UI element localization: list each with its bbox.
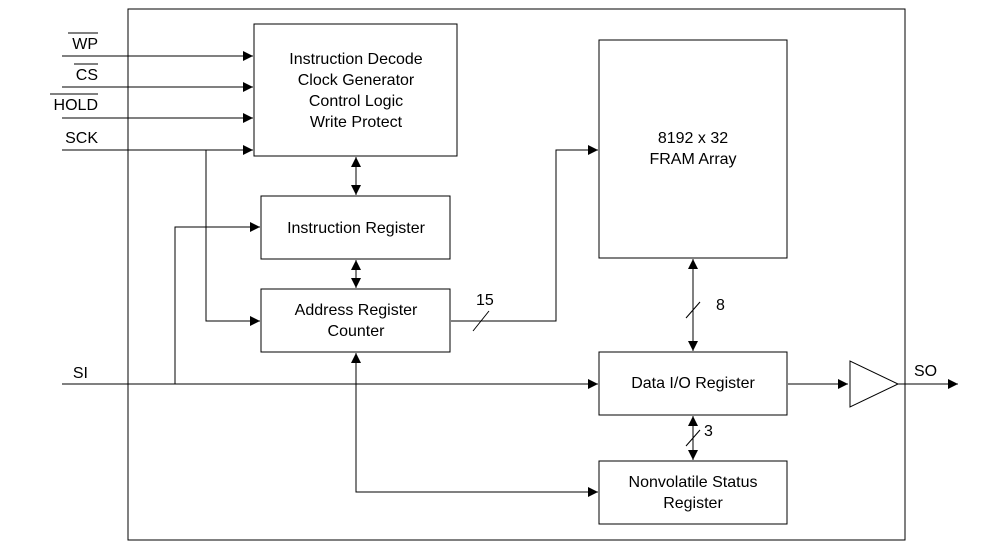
instruction-register-label: Instruction Register bbox=[287, 220, 426, 237]
control-logic-block bbox=[253, 23, 458, 157]
instruction-register-block bbox=[260, 195, 451, 260]
address-bus bbox=[451, 145, 598, 322]
control-block-line-3: Control Logic bbox=[309, 93, 403, 110]
control-block-line-2: Clock Generator bbox=[298, 72, 415, 89]
signal-cs-label: CS bbox=[76, 67, 98, 84]
status-register-line-2: Register bbox=[663, 495, 723, 512]
data-io-register-label: Data I/O Register bbox=[631, 375, 755, 392]
fram-array-block bbox=[598, 39, 788, 259]
signal-so-label: SO bbox=[914, 363, 937, 380]
fram-array-line-1: 8192 x 32 bbox=[658, 130, 728, 147]
address-register-block bbox=[260, 288, 451, 353]
address-bus-slash bbox=[472, 310, 490, 332]
sck-to-address-wire bbox=[205, 150, 260, 326]
fram-array-line-2: FRAM Array bbox=[649, 151, 736, 168]
data-bus-slash bbox=[685, 301, 701, 319]
data-io-register-block bbox=[598, 351, 788, 416]
si-to-instruction-wire bbox=[174, 222, 260, 384]
status-register-block bbox=[598, 460, 788, 525]
output-buffer-icon bbox=[849, 360, 900, 408]
control-block-line-4: Write Protect bbox=[310, 114, 403, 131]
status-register-line-1: Nonvolatile Status bbox=[629, 474, 758, 491]
status-bus-slash bbox=[685, 429, 701, 447]
address-register-line-2: Counter bbox=[328, 323, 386, 340]
address-register-line-1: Address Register bbox=[295, 302, 418, 319]
address-bus-width: 15 bbox=[476, 292, 494, 309]
data-bus-width: 8 bbox=[716, 297, 725, 314]
control-block-line-1: Instruction Decode bbox=[289, 51, 423, 68]
signal-hold-label: HOLD bbox=[54, 97, 98, 114]
signal-si-label: SI bbox=[73, 365, 88, 382]
signal-wp-label: WP bbox=[72, 36, 98, 53]
status-bus-width: 3 bbox=[704, 423, 713, 440]
chip-boundary bbox=[127, 8, 906, 541]
signal-sck-label: SCK bbox=[65, 130, 98, 147]
